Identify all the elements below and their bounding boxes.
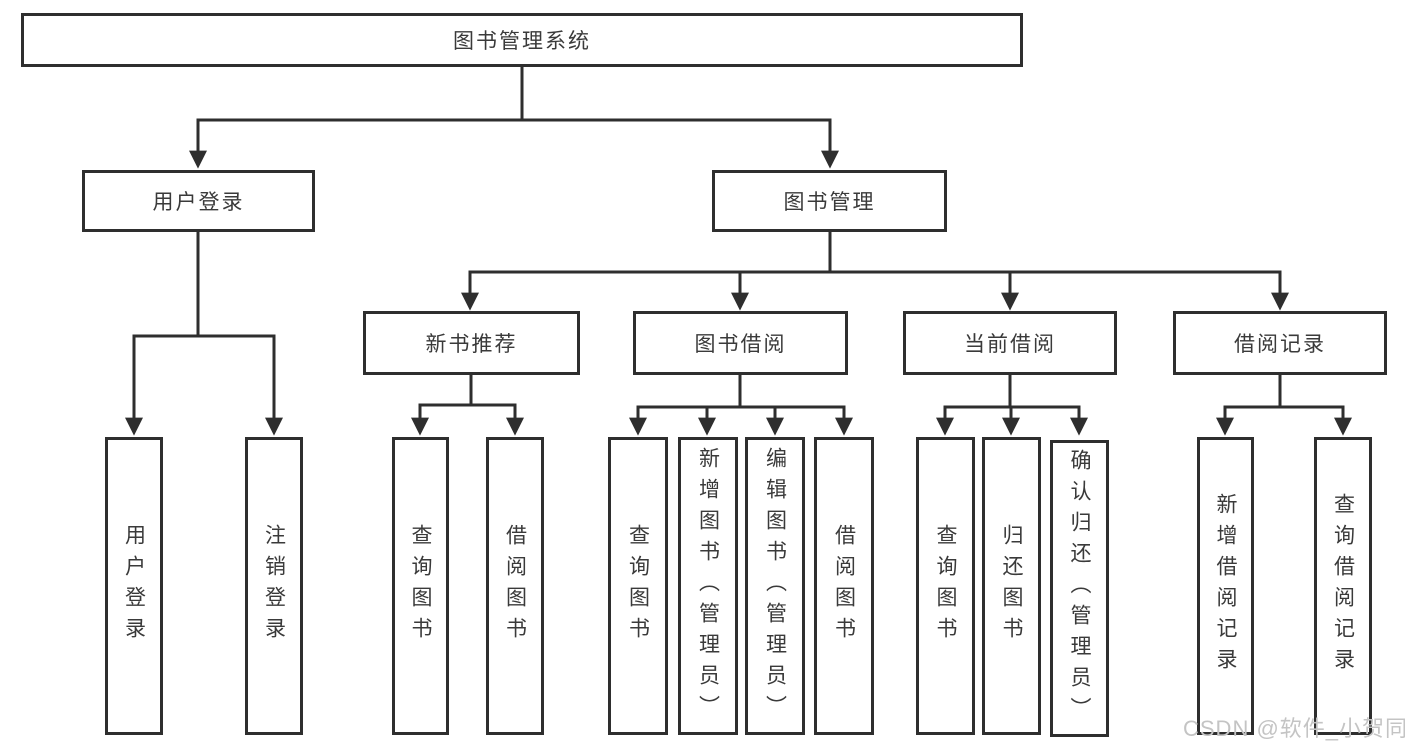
- node-borrow-records: 借阅记录: [1173, 311, 1387, 375]
- connector-current-borrow: [936, 375, 1088, 436]
- node-br-query-record: 查询借阅记录: [1314, 437, 1372, 735]
- node-ul-user-login: 用户登录: [105, 437, 163, 735]
- connector-new-book-recommend: [411, 375, 524, 436]
- node-nb-borrow-books: 借阅图书: [486, 437, 544, 735]
- connector-user-login: [125, 232, 283, 436]
- node-bb-add-books-admin: 新增图书（管理员）: [678, 437, 738, 735]
- node-cb-confirm-return-admin: 确认归还（管理员）: [1050, 440, 1109, 737]
- node-user-login: 用户登录: [82, 170, 315, 232]
- node-current-borrow: 当前借阅: [903, 311, 1117, 375]
- node-cb-query-books: 查询图书: [916, 437, 975, 735]
- connector-book-borrow: [629, 375, 853, 436]
- node-book-borrow: 图书借阅: [633, 311, 848, 375]
- node-root-system: 图书管理系统: [21, 13, 1023, 67]
- node-new-book-recommend: 新书推荐: [363, 311, 580, 375]
- node-ul-logout: 注销登录: [245, 437, 303, 735]
- watermark: CSDN @软件_小贺同学: [1183, 716, 1405, 741]
- node-bb-borrow-books: 借阅图书: [814, 437, 874, 735]
- node-bb-query-books: 查询图书: [608, 437, 668, 735]
- node-book-management: 图书管理: [712, 170, 947, 232]
- connector-root: [189, 67, 839, 169]
- node-br-add-record: 新增借阅记录: [1197, 437, 1254, 735]
- node-cb-return-books: 归还图书: [982, 437, 1041, 735]
- node-nb-query-books: 查询图书: [392, 437, 449, 735]
- connector-book-management: [461, 232, 1289, 311]
- connector-borrow-records: [1216, 375, 1352, 436]
- node-bb-edit-books-admin: 编辑图书（管理员）: [745, 437, 805, 735]
